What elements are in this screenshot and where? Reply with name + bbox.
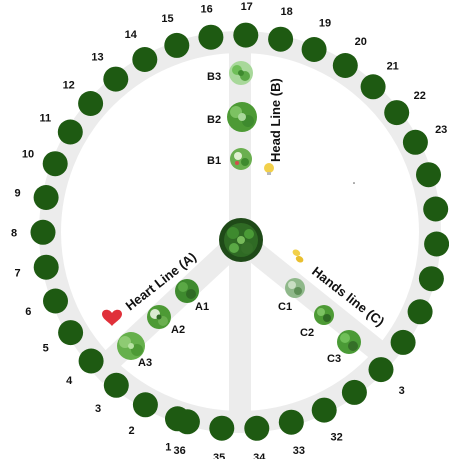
tree-36	[175, 409, 200, 434]
plant-a3	[117, 332, 145, 360]
plant-a1	[175, 279, 199, 303]
tree-number-label: 35	[213, 452, 225, 459]
tree-number-label: 5	[43, 342, 49, 354]
tree-29	[391, 330, 416, 355]
tree-25	[423, 197, 448, 222]
tree-6	[43, 289, 68, 314]
tree-32	[312, 398, 337, 423]
plant-b2	[227, 102, 257, 132]
tree-30	[369, 357, 394, 382]
center-plant	[219, 218, 263, 262]
tree-number-label: 3	[399, 385, 405, 397]
tree-number-label: 18	[280, 6, 292, 18]
tree-number-label: 14	[125, 29, 138, 41]
tree-23	[403, 130, 428, 155]
tree-number-label: 17	[241, 1, 253, 13]
tree-13	[103, 67, 128, 92]
tree-number-label: 32	[330, 431, 342, 443]
plant-b1	[230, 148, 252, 170]
label-c1: C1	[278, 301, 292, 313]
tree-number-label: 16	[200, 4, 212, 16]
plant-c2	[314, 305, 334, 325]
label-b2: B2	[207, 114, 221, 126]
tree-3	[104, 373, 129, 398]
label-a2: A2	[171, 324, 185, 336]
tree-14	[132, 47, 157, 72]
tree-2	[133, 392, 158, 417]
tree-27	[419, 266, 444, 291]
tree-number-label: 13	[91, 52, 103, 64]
tree-31	[342, 380, 367, 405]
tree-5	[58, 320, 83, 345]
tree-number-label: 10	[22, 149, 34, 161]
tree-26	[424, 232, 449, 257]
label-c3: C3	[327, 353, 341, 365]
plant-a2	[147, 305, 171, 329]
tree-35	[209, 416, 234, 441]
tree-17	[233, 23, 258, 48]
tree-number-label: 7	[15, 267, 21, 279]
tree-number-label: 23	[435, 124, 447, 136]
small-dot	[353, 182, 355, 184]
tree-number-label: 20	[355, 36, 367, 48]
tree-number-label: 6	[25, 306, 31, 318]
tree-19	[302, 37, 327, 62]
tree-number-label: 15	[161, 13, 173, 25]
tree-number-label: 34	[253, 452, 266, 459]
tree-15	[164, 33, 189, 58]
tree-11	[58, 120, 83, 145]
lightbulb-icon	[264, 163, 274, 175]
tree-24	[416, 162, 441, 187]
tree-number-label: 1	[165, 441, 171, 453]
head-line-label: Head Line (B)	[268, 78, 283, 162]
tree-number-label: 2	[128, 425, 134, 437]
tree-20	[333, 53, 358, 78]
tree-4	[79, 349, 104, 374]
tree-8	[31, 220, 56, 245]
plant-c3	[337, 330, 361, 354]
tree-12	[78, 91, 103, 116]
tree-28	[408, 299, 433, 324]
tree-7	[34, 255, 59, 280]
tree-number-label: 21	[387, 60, 399, 72]
plant-c1	[285, 278, 305, 298]
tree-10	[43, 151, 68, 176]
tree-21	[361, 74, 386, 99]
tree-number-label: 12	[63, 80, 75, 92]
tree-number-label: 4	[66, 375, 73, 387]
tree-34	[244, 416, 269, 441]
heart-icon	[102, 310, 122, 326]
tree-9	[34, 185, 59, 210]
pathway-hands-spoke	[240, 240, 392, 362]
label-a1: A1	[195, 301, 209, 313]
tree-number-label: 22	[414, 90, 426, 102]
tree-number-label: 19	[319, 18, 331, 30]
tree-number-label: 3	[95, 403, 101, 415]
tree-number-label: 8	[11, 227, 17, 239]
tree-33	[279, 410, 304, 435]
tree-number-label: 11	[39, 112, 51, 124]
tree-16	[198, 25, 223, 50]
plant-b3	[229, 61, 253, 85]
tree-18	[268, 27, 293, 52]
tree-22	[384, 100, 409, 125]
tree-number-label: 36	[173, 445, 185, 457]
label-a3: A3	[138, 357, 152, 369]
tree-number-label: 9	[14, 187, 20, 199]
label-c2: C2	[300, 327, 314, 339]
label-b3: B3	[207, 71, 221, 83]
pathway-heart-spoke	[95, 240, 240, 375]
label-b1: B1	[207, 155, 221, 167]
hands-icon	[291, 248, 304, 264]
tree-number-label: 33	[293, 445, 305, 457]
